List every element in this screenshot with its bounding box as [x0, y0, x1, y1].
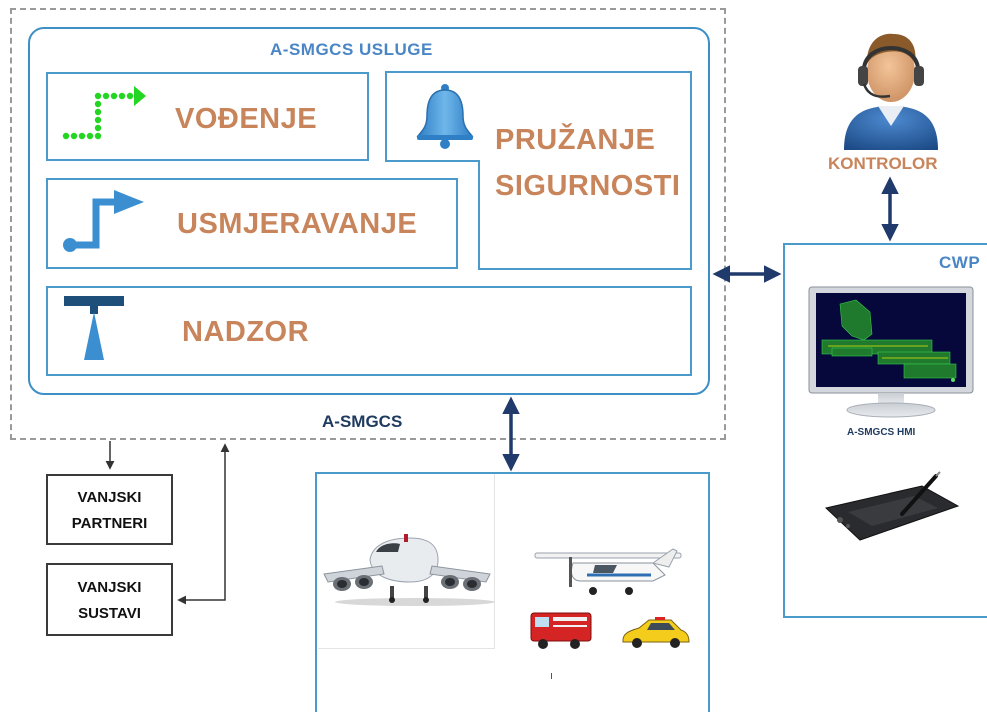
routing-label: USMJERAVANJE: [177, 208, 418, 240]
hmi-label: A-SMGCS HMI: [847, 427, 916, 438]
safety-label-line2: SIGURNOSTI: [495, 170, 681, 202]
cwp-title: CWP: [939, 253, 981, 272]
surveillance-service-box: [46, 286, 692, 376]
asmgcs-system-boundary: [10, 8, 726, 440]
surveillance-antenna-icon: [64, 296, 124, 360]
small-aircraft-image: [534, 548, 682, 595]
controller-label: KONTROLOR: [828, 154, 938, 173]
external-systems-line1: VANJSKI: [77, 579, 142, 596]
vehicles-frame: [315, 472, 710, 712]
guidance-service-box: [46, 72, 369, 161]
vehicles-divider-bottom: [318, 648, 495, 649]
fire-truck-image: [530, 612, 592, 649]
external-partners-line2: PARTNERI: [71, 515, 148, 532]
safety-label-line1: PRUŽANJE: [495, 124, 656, 156]
controller-avatar-icon: [844, 33, 938, 150]
alert-bell-icon: [416, 84, 474, 149]
vehicles-tick: [551, 673, 552, 679]
external-systems-line2: SUSTAVI: [78, 605, 141, 622]
services-title: A-SMGCS USLUGE: [270, 40, 433, 59]
guidance-label: VOĐENJE: [175, 103, 318, 135]
external-partners-line1: VANJSKI: [77, 489, 142, 506]
external-partners-box: VANJSKI PARTNERI: [46, 474, 173, 545]
pen-tablet-icon: [818, 462, 962, 554]
surveillance-label: NADZOR: [182, 316, 310, 348]
hmi-monitor-icon: [808, 286, 974, 418]
vehicles-divider: [494, 474, 495, 649]
external-systems-box: VANJSKI SUSTAVI: [46, 563, 173, 636]
service-car-image: [622, 617, 690, 648]
system-label: A-SMGCS: [322, 412, 403, 431]
airliner-image: [323, 534, 495, 606]
connection-arrows: [105, 176, 899, 605]
system-external-systems-arrow: [177, 443, 230, 605]
routing-pipe-icon: [63, 190, 144, 252]
guidance-path-icon: [62, 86, 146, 140]
